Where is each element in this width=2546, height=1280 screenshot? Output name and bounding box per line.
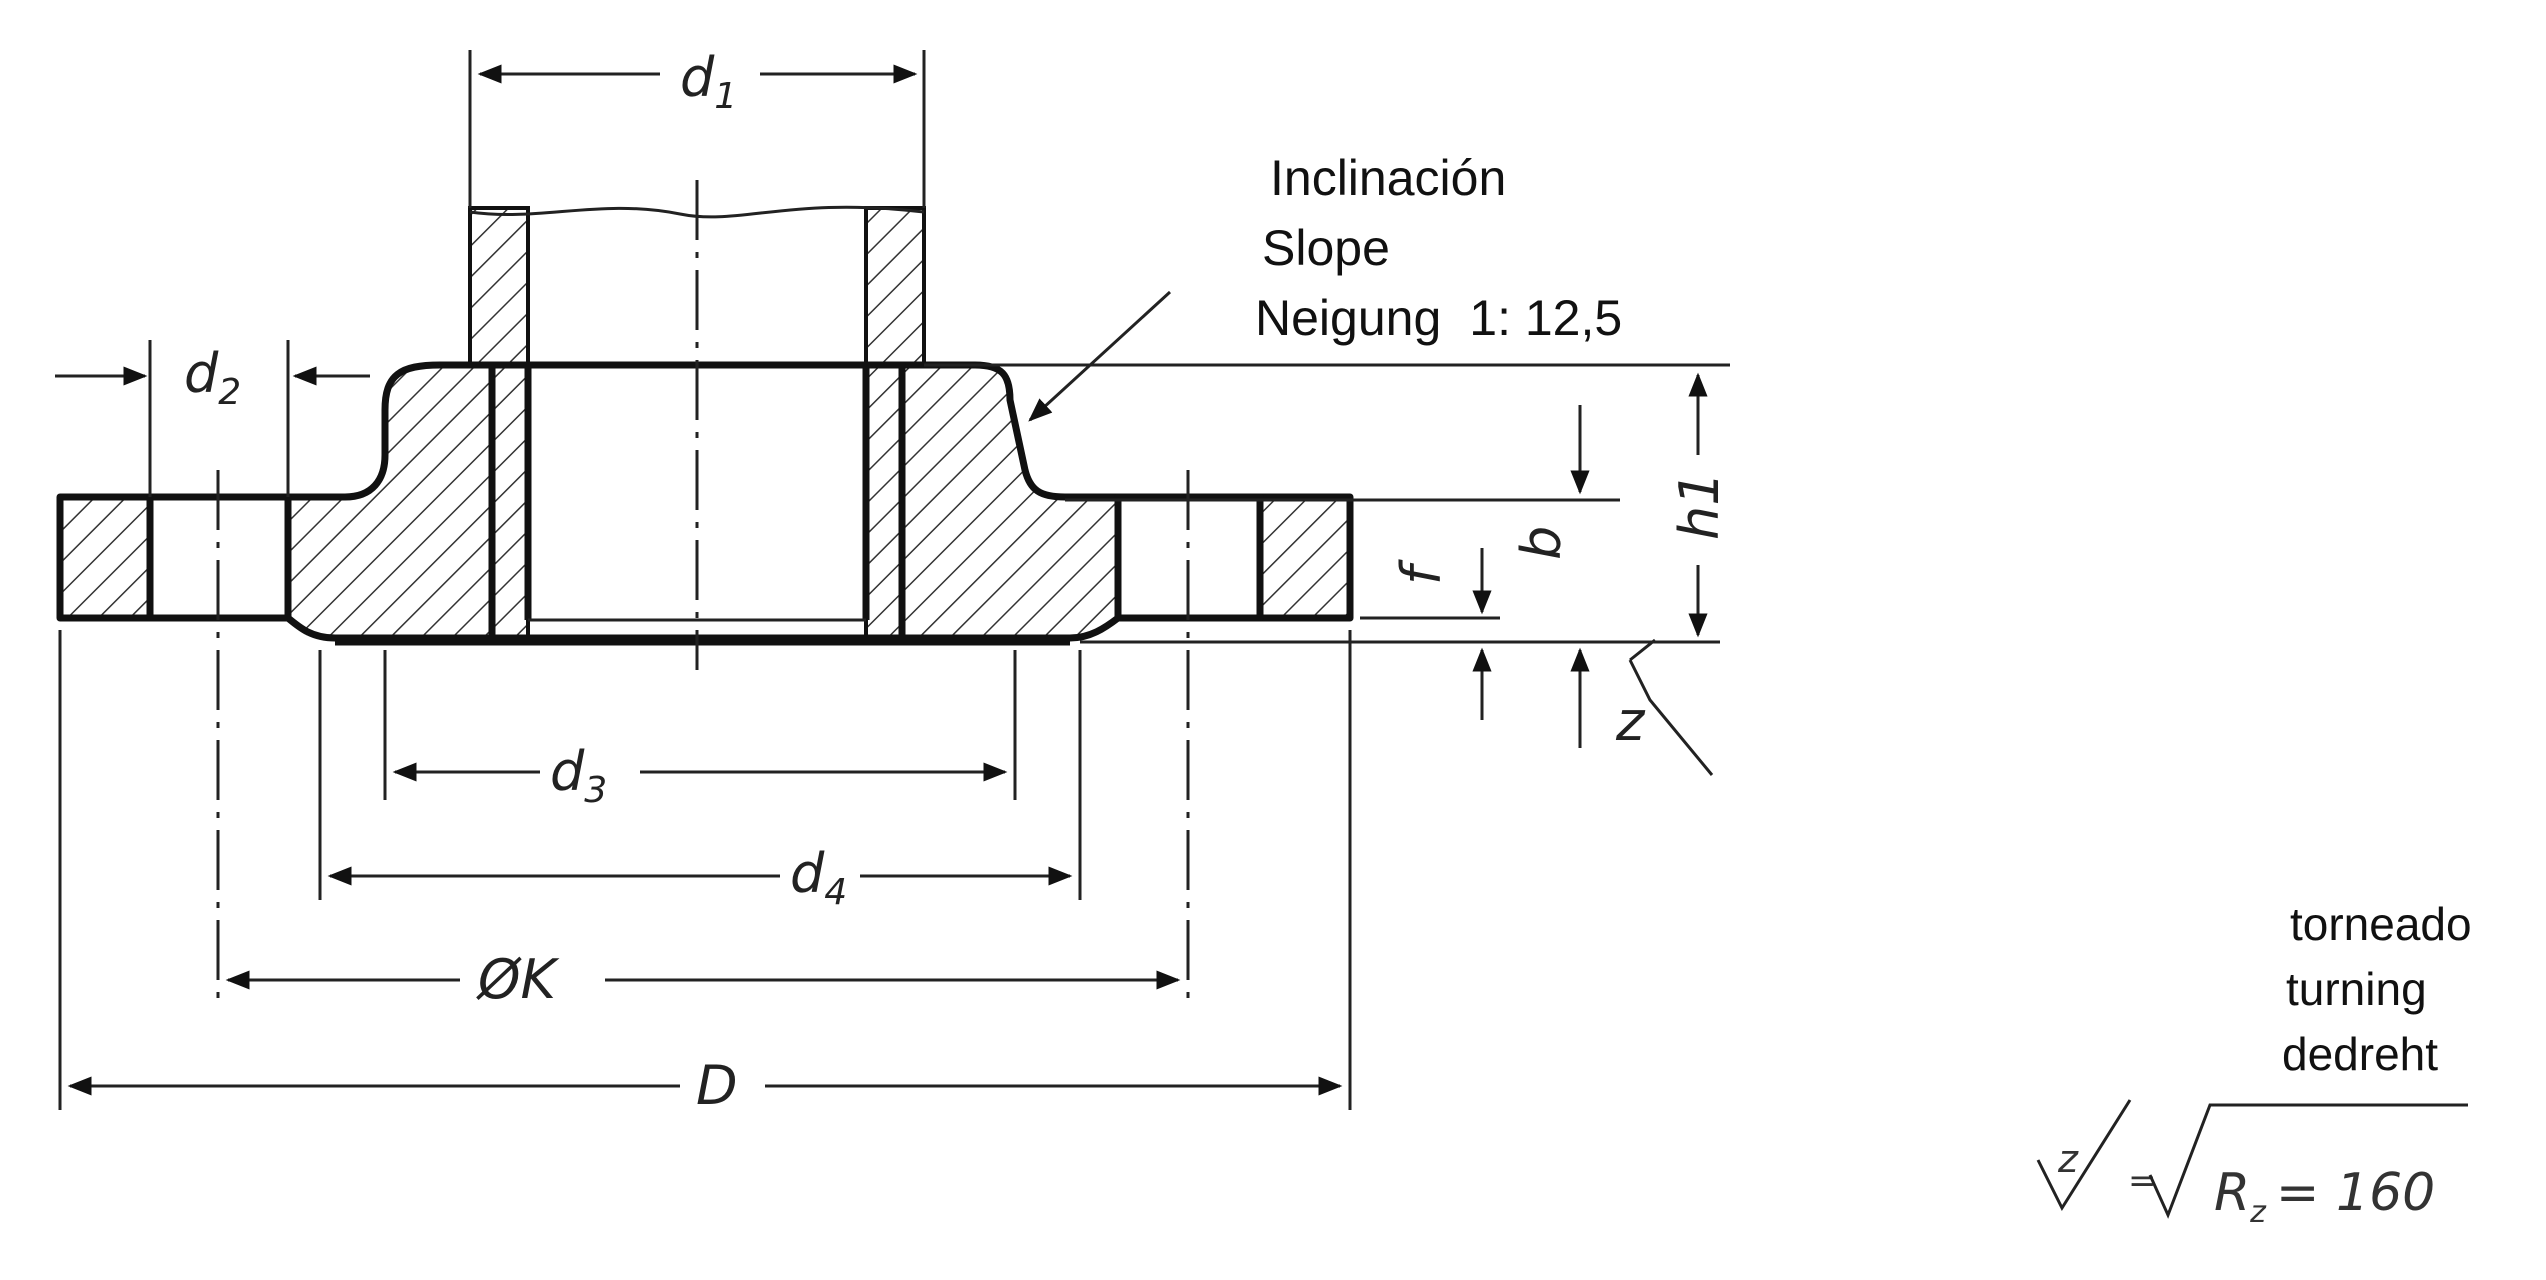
flange-body (56, 361, 1354, 646)
dimension-lines (55, 64, 1714, 1096)
flange-hub-left (284, 361, 496, 642)
flange-rim-right (1256, 493, 1354, 622)
finish-es: torneado (2290, 898, 2472, 950)
label-K: ØK (476, 948, 560, 1011)
pipe (468, 50, 926, 640)
surface-symbol-z: z (2057, 1137, 2079, 1181)
pipe-break-line (469, 205, 925, 219)
label-d3: d3 (550, 740, 607, 811)
label-b: b (1510, 526, 1573, 560)
label-h1: h1 (1668, 471, 1731, 540)
label-z: z (1615, 690, 1646, 753)
flange-rim-left (56, 493, 154, 622)
finish-note: torneado turning dedreht z = Rz= 160 (2036, 898, 2472, 1230)
root-symbol (2148, 1103, 2468, 1219)
slope-es: Inclinación (1270, 150, 1506, 206)
finish-en: turning (2286, 963, 2427, 1015)
finish-de: dedreht (2282, 1028, 2438, 1080)
label-d1: d1 (680, 46, 737, 117)
surface-symbol (2036, 1099, 2132, 1212)
label-f: f (1390, 559, 1453, 585)
roughness-R: Rz= 160 (2214, 1163, 2435, 1230)
slope-en: Slope (1262, 220, 1390, 276)
label-D: D (696, 1054, 738, 1117)
extension-lines (58, 340, 1730, 1110)
label-d4: d4 (790, 842, 847, 913)
flange-hub-right (898, 361, 1122, 642)
label-d2: d2 (184, 342, 241, 413)
